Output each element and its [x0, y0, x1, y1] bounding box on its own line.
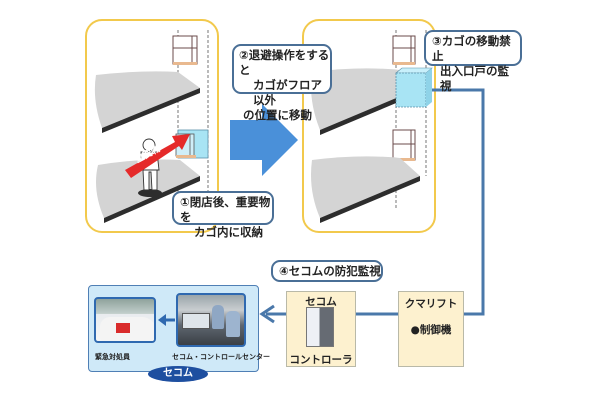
kumalift-title: クマリフト — [404, 298, 458, 310]
floor-lower-right — [311, 156, 420, 223]
elevator-car-right — [395, 67, 433, 108]
operator-1 — [212, 305, 224, 329]
step2-line1: ②退避操作をすると — [239, 48, 330, 77]
door-middle-right — [392, 129, 416, 161]
valuables-arrow — [125, 134, 190, 178]
control-center-caption: セコム・コントロールセンター — [172, 353, 270, 361]
transition-arrow — [230, 104, 298, 176]
controller-device — [306, 307, 334, 347]
responder-caption: 緊急対処員 — [95, 353, 130, 361]
signal-arrowhead-secom — [259, 304, 275, 324]
responder-photo — [94, 297, 156, 343]
step1-line1: ①閉店後、重要物を — [180, 195, 271, 224]
callout-step2: ②退避操作をすると カゴがフロア以外 の位置に移動 — [232, 44, 332, 122]
car-red-panel — [116, 323, 130, 333]
control-center-photo — [176, 293, 246, 347]
step3-line2: 出入口戸の監視 — [440, 64, 509, 93]
step2-line2: カゴがフロア以外 — [253, 78, 322, 107]
step4-line1: ④セコムの防犯監視 — [279, 264, 381, 278]
secom-group-label: セコム — [148, 366, 208, 382]
operator-2 — [226, 311, 240, 337]
kumalift-box — [398, 291, 464, 367]
kumalift-control-unit: ●制御機 — [410, 324, 452, 336]
step2-line3: の位置に移動 — [243, 108, 312, 122]
callout-step3: ③カゴの移動禁止 出入口戸の監視 — [424, 30, 522, 93]
door-upper-left — [172, 35, 198, 65]
callout-step4: ④セコムの防犯監視 — [271, 260, 383, 282]
monitors — [182, 313, 210, 329]
secom-controller-subtitle: コントローラ — [289, 354, 353, 366]
floor-upper-left — [94, 71, 200, 133]
floor-upper-right — [311, 68, 420, 135]
door-upper-right — [392, 35, 416, 65]
step3-line1: ③カゴの移動禁止 — [432, 34, 511, 63]
step1-line2: カゴ内に収納 — [194, 225, 263, 239]
callout-step1: ①閉店後、重要物を カゴ内に収納 — [172, 191, 274, 239]
secom-controller-title: セコム — [305, 296, 337, 308]
internal-arrow-head — [158, 314, 166, 326]
